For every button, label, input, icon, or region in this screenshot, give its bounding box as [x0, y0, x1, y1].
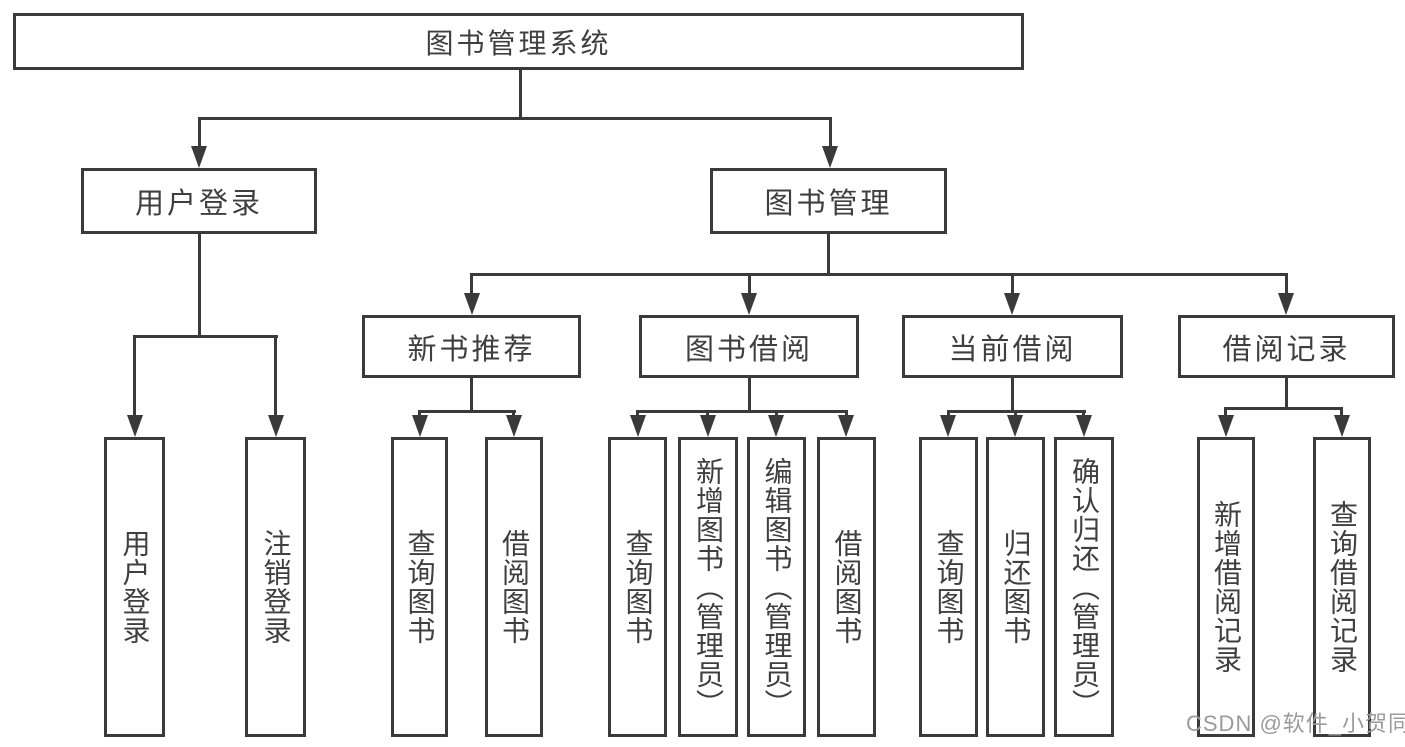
leaf-borrowing-borrow-books: 借阅图书: [817, 437, 876, 737]
arrow-down-icon: [191, 146, 207, 168]
arrow-down-icon: [768, 415, 784, 437]
connector-line: [636, 410, 639, 418]
arrow-down-icon: [1218, 415, 1234, 437]
connector-line: [1082, 410, 1085, 418]
leaf-records-query-record: 查询借阅记录: [1313, 437, 1371, 737]
node-user-login: 用户登录: [81, 168, 317, 234]
connector-line: [274, 335, 277, 417]
connector-line: [1011, 378, 1014, 410]
arrow-down-icon: [1334, 415, 1350, 437]
leaf-newbook-query-books: 查询图书: [391, 437, 448, 737]
node-current-borrowing: 当前借阅: [902, 315, 1123, 378]
leaf-records-add-record: 新增借阅记录: [1197, 437, 1255, 737]
connector-line: [470, 273, 473, 295]
leaf-newbook-borrow-books-label: 借阅图书: [499, 529, 530, 645]
connector-line: [418, 410, 516, 413]
connector-line: [1285, 378, 1288, 407]
arrow-down-icon: [127, 415, 143, 437]
node-new-book-recommend-label: 新书推荐: [407, 333, 536, 366]
leaf-borrowing-query-books-label: 查询图书: [622, 529, 654, 645]
leaf-borrowing-edit-books-admin: 编辑图书（管理员）: [747, 437, 806, 737]
node-current-borrowing-label: 当前借阅: [948, 333, 1077, 366]
connector-line: [845, 410, 848, 418]
connector-line: [470, 378, 473, 410]
leaf-current-confirm-return-admin: 确认归还（管理员）: [1054, 437, 1114, 737]
connector-line: [198, 117, 832, 120]
arrow-down-icon: [1278, 293, 1294, 315]
csdn-watermark: CSDN @软件_小贺同学: [1186, 711, 1405, 736]
node-borrow-records-label: 借阅记录: [1222, 333, 1351, 366]
node-new-book-recommend: 新书推荐: [362, 315, 581, 378]
node-book-borrowing: 图书借阅: [639, 315, 859, 378]
node-book-borrowing-label: 图书借阅: [684, 333, 813, 366]
arrow-down-icon: [940, 415, 956, 437]
arrow-down-icon: [1076, 415, 1092, 437]
connector-line: [636, 410, 848, 413]
connector-line: [1014, 410, 1017, 418]
connector-line: [133, 335, 278, 338]
connector-line: [198, 117, 201, 148]
connector-line: [748, 273, 751, 295]
leaf-borrowing-add-books-admin: 新增图书（管理员）: [678, 437, 738, 737]
leaf-newbook-borrow-books: 借阅图书: [485, 437, 543, 737]
leaf-current-query-books: 查询图书: [919, 437, 978, 737]
arrow-down-icon: [1004, 293, 1020, 315]
connector-line: [1285, 273, 1288, 295]
leaf-newbook-query-books-label: 查询图书: [404, 529, 436, 645]
node-borrow-records: 借阅记录: [1178, 315, 1395, 378]
connector-line: [947, 410, 950, 418]
connector-line: [1224, 407, 1227, 417]
leaf-borrowing-borrow-books-label: 借阅图书: [831, 529, 863, 645]
connector-line: [133, 335, 136, 417]
connector-line: [827, 234, 830, 273]
connector-line: [1011, 273, 1014, 295]
connector-line: [775, 410, 778, 418]
leaf-current-confirm-return-admin-label: 确认归还（管理员）: [1069, 456, 1100, 718]
arrow-down-icon: [822, 146, 838, 168]
arrow-down-icon: [838, 415, 854, 437]
leaf-logout-login: 注销登录: [245, 437, 306, 737]
leaf-user-login-label: 用户登录: [119, 529, 151, 645]
arrow-down-icon: [1007, 415, 1023, 437]
node-root-label: 图书管理系统: [425, 27, 612, 59]
connector-line: [1340, 407, 1343, 417]
arrow-down-icon: [506, 415, 522, 437]
connector-line: [512, 410, 515, 418]
connector-line: [470, 273, 1288, 276]
arrow-down-icon: [412, 415, 428, 437]
leaf-borrowing-edit-books-admin-label: 编辑图书（管理员）: [761, 456, 793, 718]
leaf-current-return-books-label: 归还图书: [1000, 529, 1032, 645]
arrow-down-icon: [630, 415, 646, 437]
leaf-records-add-record-label: 新增借阅记录: [1211, 500, 1242, 674]
connector-line: [519, 70, 522, 117]
arrow-down-icon: [700, 415, 716, 437]
leaf-borrowing-add-books-admin-label: 新增图书（管理员）: [693, 456, 724, 718]
connector-line: [418, 410, 421, 418]
node-book-management-label: 图书管理: [764, 188, 893, 220]
leaf-current-query-books-label: 查询图书: [933, 529, 965, 645]
arrow-down-icon: [268, 415, 284, 437]
arrow-down-icon: [741, 293, 757, 315]
connector-line: [1224, 407, 1343, 410]
connector-line: [829, 117, 832, 148]
arrow-down-icon: [464, 293, 480, 315]
node-user-login-label: 用户登录: [134, 188, 263, 220]
leaf-logout-login-label: 注销登录: [260, 529, 292, 645]
leaf-user-login: 用户登录: [104, 437, 165, 737]
connector-line: [748, 378, 751, 410]
connector-line: [198, 234, 201, 335]
node-book-management: 图书管理: [710, 168, 947, 234]
leaf-borrowing-query-books: 查询图书: [608, 437, 667, 737]
leaf-current-return-books: 归还图书: [986, 437, 1045, 737]
node-root: 图书管理系统: [13, 13, 1024, 70]
connector-line: [706, 410, 709, 418]
leaf-records-query-record-label: 查询借阅记录: [1327, 500, 1358, 674]
